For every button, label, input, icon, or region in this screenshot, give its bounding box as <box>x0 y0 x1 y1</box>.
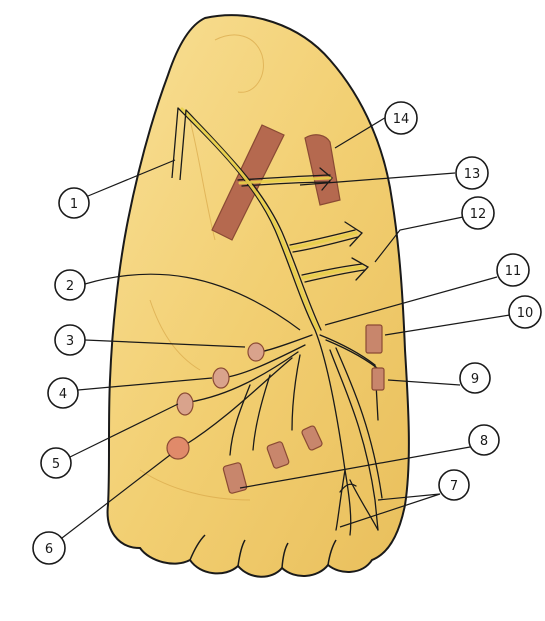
label-7: 7 <box>439 470 469 500</box>
svg-text:13: 13 <box>464 167 481 182</box>
svg-text:14: 14 <box>393 112 410 127</box>
label-13: 13 <box>456 157 488 189</box>
cut-end-4 <box>213 368 229 388</box>
label-2: 2 <box>55 270 85 300</box>
cut-end-6 <box>167 437 189 459</box>
foot-outline <box>108 15 409 577</box>
svg-text:9: 9 <box>471 372 479 387</box>
stump-9 <box>372 368 384 390</box>
svg-text:3: 3 <box>66 334 74 349</box>
svg-text:4: 4 <box>59 387 67 402</box>
svg-text:2: 2 <box>66 279 74 294</box>
svg-text:7: 7 <box>450 479 458 494</box>
svg-text:12: 12 <box>470 207 487 222</box>
label-11: 11 <box>497 254 529 286</box>
svg-text:11: 11 <box>505 264 522 279</box>
cut-end-3 <box>248 343 264 361</box>
label-6: 6 <box>33 532 65 564</box>
label-10: 10 <box>509 296 541 328</box>
label-1: 1 <box>59 188 89 218</box>
label-14: 14 <box>385 102 417 134</box>
svg-text:6: 6 <box>45 542 53 557</box>
label-4: 4 <box>48 378 78 408</box>
svg-text:10: 10 <box>517 306 534 321</box>
cut-end-5 <box>177 393 193 415</box>
label-3: 3 <box>55 325 85 355</box>
label-12: 12 <box>462 197 494 229</box>
label-5: 5 <box>41 448 71 478</box>
stump-10 <box>366 325 382 353</box>
svg-text:8: 8 <box>480 434 488 449</box>
label-9: 9 <box>460 363 490 393</box>
svg-text:5: 5 <box>52 457 60 472</box>
svg-text:1: 1 <box>70 197 78 212</box>
label-8: 8 <box>469 425 499 455</box>
